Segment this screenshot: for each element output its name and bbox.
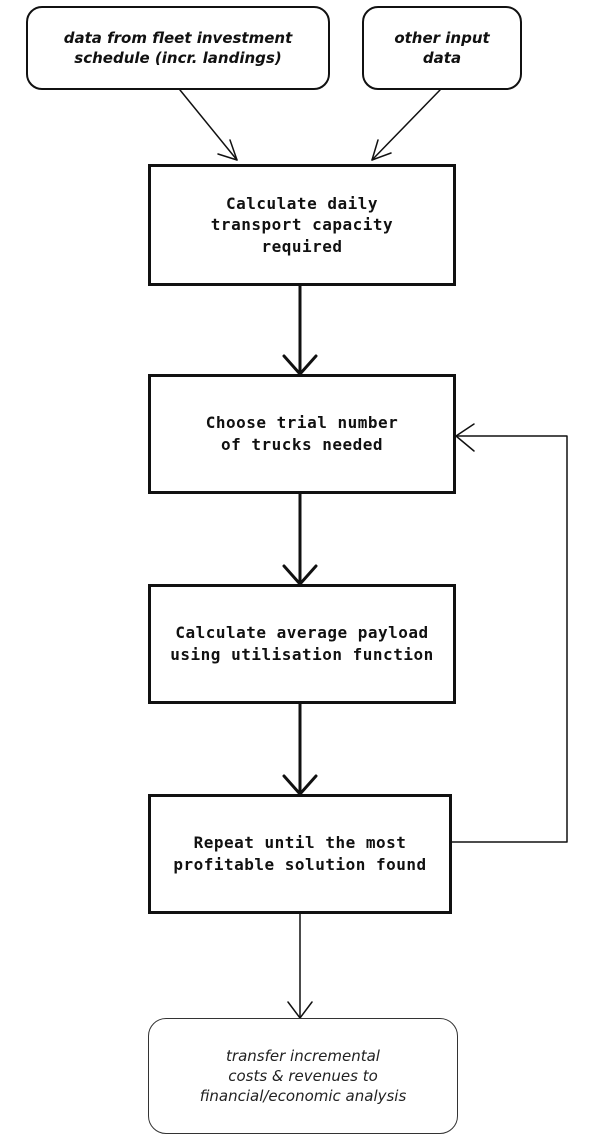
output-line-1: transfer incremental xyxy=(226,1046,380,1065)
step-4-line-2: profitable solution found xyxy=(173,855,427,874)
step-choose-trial-trucks: Choose trial number of trucks needed xyxy=(148,374,456,494)
step-1-line-2: transport capacity xyxy=(210,215,394,235)
feedback-loop-arrow xyxy=(451,435,568,843)
output-line-3: financial/economic analysis xyxy=(199,1087,407,1106)
arrow-input2-to-step1 xyxy=(371,89,441,161)
input-fleet-investment-data: data from fleet investment schedule (inc… xyxy=(26,6,330,90)
step-repeat-until-profitable: Repeat until the most profitable solutio… xyxy=(148,794,452,914)
output-transfer-to-analysis: transfer incremental costs & revenues to… xyxy=(148,1018,458,1134)
step-2-line-1: Choose trial number xyxy=(205,413,399,433)
arrow-input1-to-step1 xyxy=(179,89,238,161)
input-fleet-investment-line-1: data from fleet investment xyxy=(63,28,293,47)
step-3-line-1: Calculate average payload xyxy=(175,623,429,643)
step-1-line-3: required xyxy=(261,236,343,256)
step-1-line-1: Calculate daily xyxy=(226,193,378,213)
input-other-data-line-1: other input xyxy=(394,28,490,47)
input-other-data: other input data xyxy=(362,6,522,90)
output-line-2: costs & revenues to xyxy=(228,1066,378,1085)
step-calculate-average-payload: Calculate average payload using utilisat… xyxy=(148,584,456,704)
feedback-loop-arrowhead xyxy=(455,423,475,452)
arrowhead-input2-to-step1 xyxy=(371,139,392,161)
step-4-line-1: Repeat until the most xyxy=(193,833,407,853)
step-2-line-2: of trucks needed xyxy=(220,435,384,454)
step-3-line-2: using utilisation function xyxy=(170,645,434,664)
step-calculate-daily-capacity: Calculate daily transport capacity requi… xyxy=(148,164,456,286)
input-fleet-investment-line-2: schedule (incr. landings) xyxy=(74,49,282,67)
input-other-data-line-2: data xyxy=(422,49,462,67)
arrowhead-input1-to-step1 xyxy=(217,139,238,161)
